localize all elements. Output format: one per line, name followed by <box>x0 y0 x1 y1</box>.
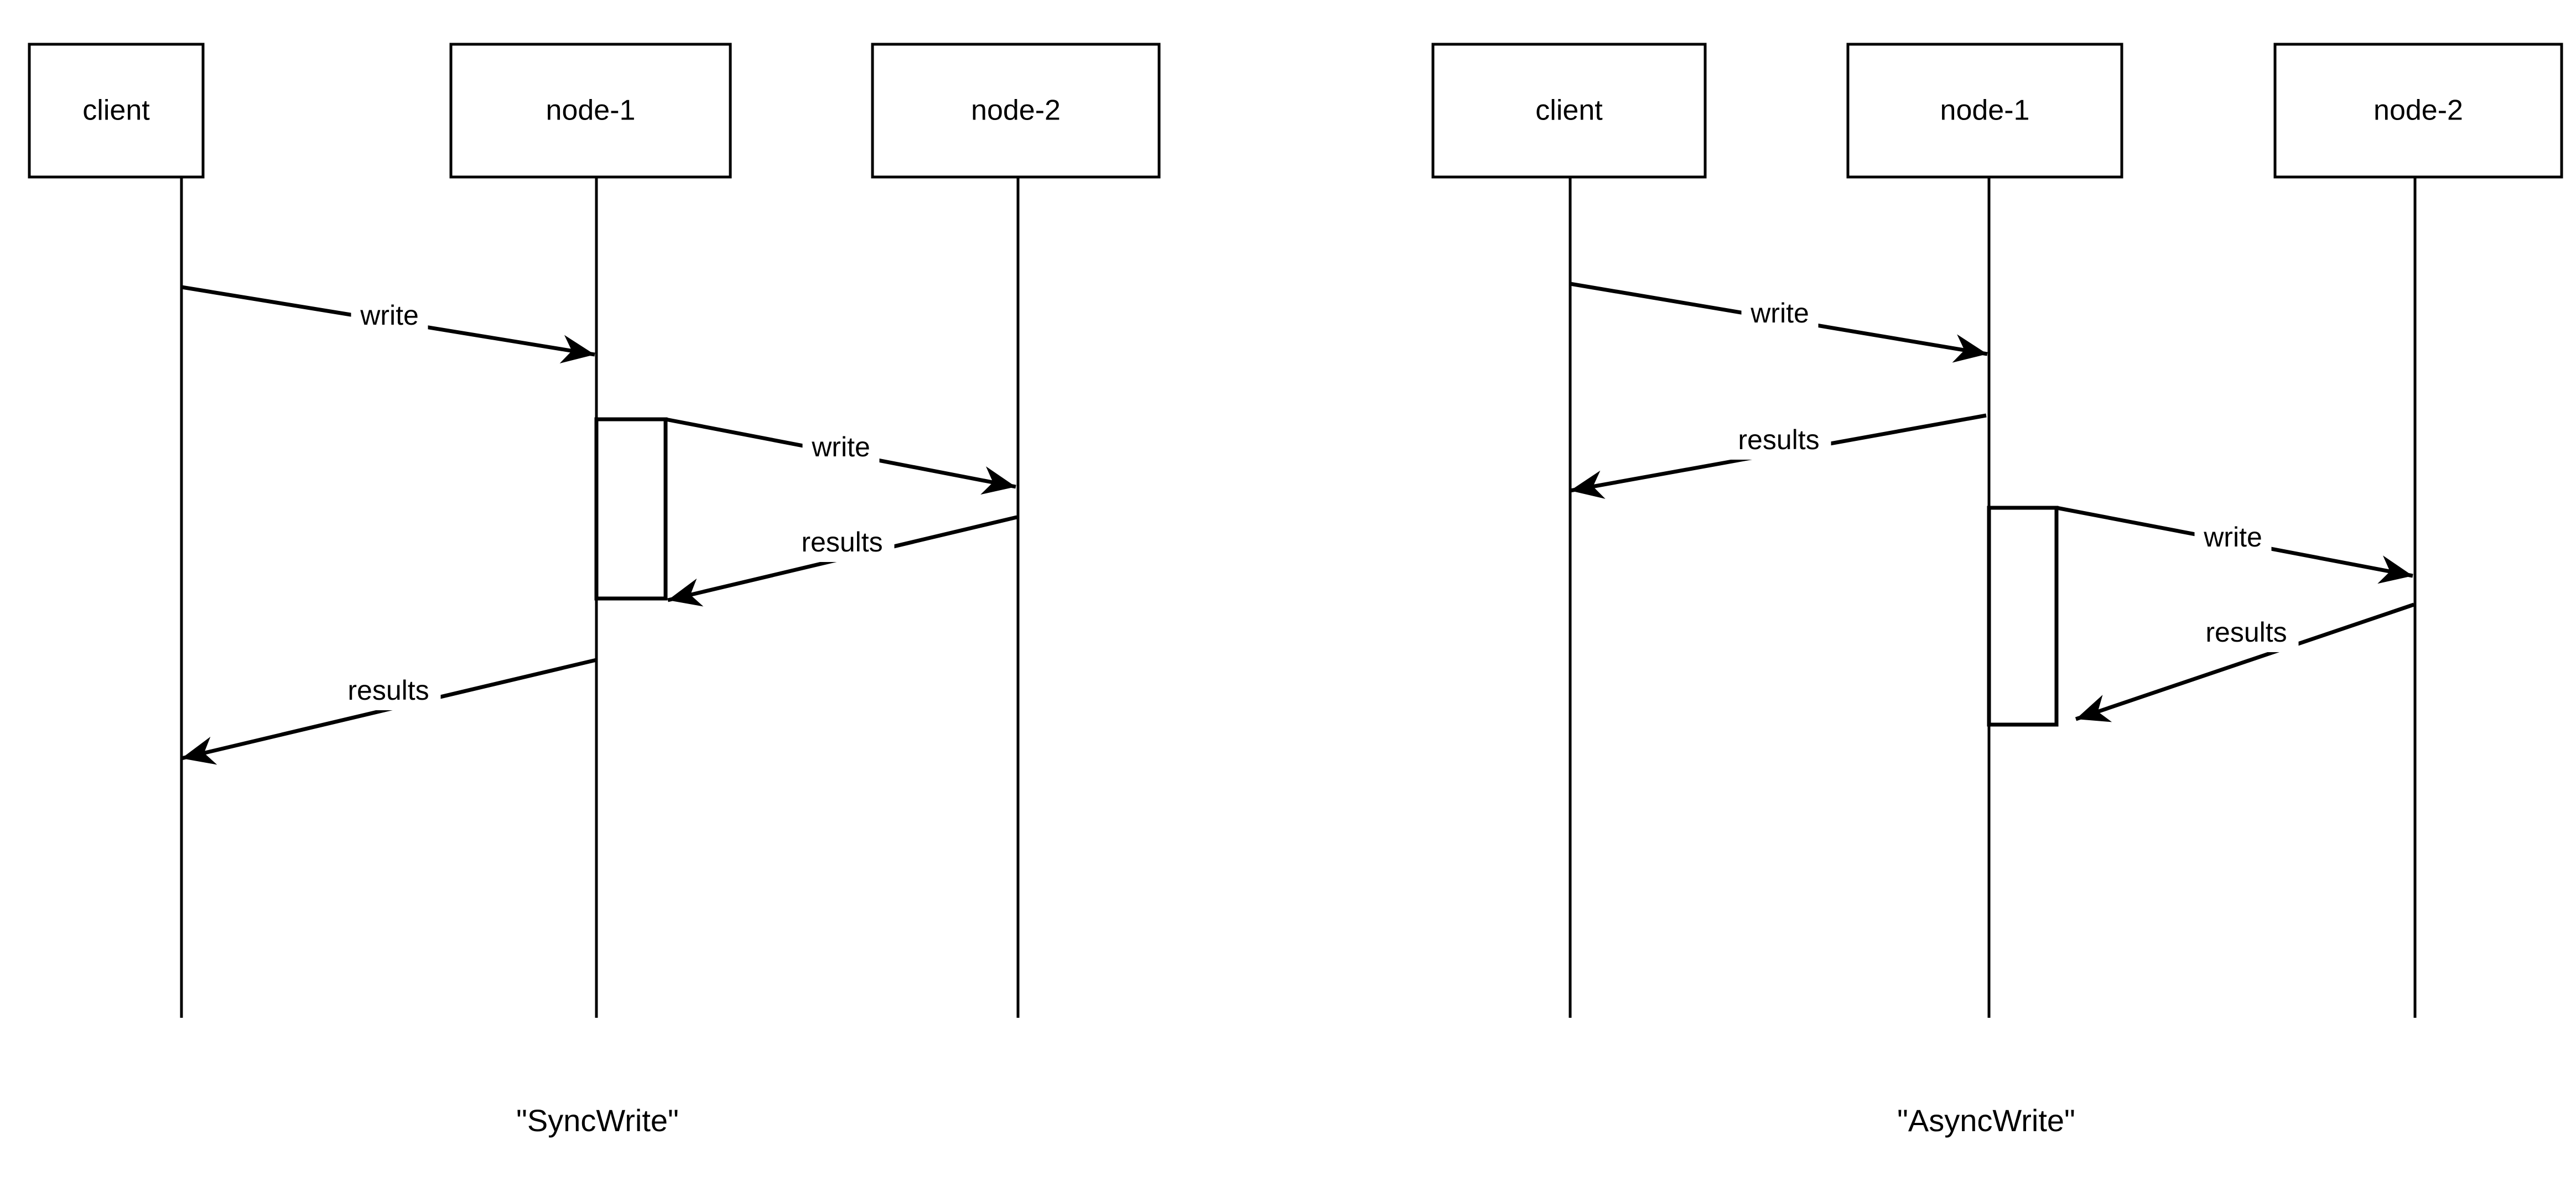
message-label-backdrop-node2-results-node1 <box>2194 615 2299 652</box>
message-label-backdrop-node1-write-node2 <box>802 429 880 467</box>
message-arrowhead-node2-results-node1 <box>668 578 704 607</box>
message-arrowhead-node1-write-node2 <box>2377 555 2413 584</box>
message-label-node1-write-node2: write <box>811 431 870 462</box>
message-label-backdrop-node1-results-client <box>336 673 441 710</box>
participant-box-node-2[interactable] <box>2273 43 2563 179</box>
message-label-backdrop-node2-results-node1 <box>790 524 895 562</box>
message-node1-results-client[interactable]: results <box>181 658 597 765</box>
participant-node-2[interactable]: node-2 <box>2273 43 2563 179</box>
message-node1-write-node2[interactable]: write <box>2056 506 2413 584</box>
participant-box-client[interactable] <box>1431 43 1707 179</box>
participant-label-node-2: node-2 <box>2374 95 2463 127</box>
message-arrowhead-client-write-node1 <box>1952 334 1987 363</box>
activation-bar-node-1 <box>594 417 668 601</box>
message-label-node1-results-client: results <box>347 675 429 706</box>
participant-label-client: client <box>82 95 150 127</box>
participant-box-client[interactable] <box>28 43 205 179</box>
activation-bar-node-1 <box>1987 506 2059 727</box>
message-node2-results-node1[interactable]: results <box>2075 602 2415 722</box>
message-label-node2-results-node1: results <box>2205 617 2287 648</box>
message-line-node2-results-node1 <box>2075 602 2415 721</box>
diagram-caption-sync-write: "SyncWrite" <box>516 1103 679 1138</box>
message-label-node1-write-node2: write <box>2203 522 2262 553</box>
message-label-client-write-node1: write <box>1750 298 1809 329</box>
message-label-node2-results-node1: results <box>801 527 882 558</box>
sequence-diagram-async-write: client node-1 node-2 write results write resul… <box>1431 43 2563 1138</box>
diagrams-root: client node-1 node-2 write write results resul… <box>28 43 2563 1138</box>
participant-label-node-1: node-1 <box>546 95 636 127</box>
participant-node-1[interactable]: node-1 <box>449 43 732 179</box>
participant-label-node-1: node-1 <box>1940 95 2030 127</box>
participant-label-node-2: node-2 <box>971 95 1061 127</box>
participant-box-node-1[interactable] <box>449 43 732 179</box>
message-label-node1-results-client: results <box>1738 424 1819 455</box>
diagram-caption-async-write: "AsyncWrite" <box>1897 1103 2075 1138</box>
participant-client[interactable]: client <box>28 43 205 179</box>
message-label-client-write-node1: write <box>360 300 419 331</box>
message-client-write-node1[interactable]: write <box>1570 282 1988 363</box>
message-label-backdrop-node1-write-node2 <box>2194 519 2272 557</box>
message-label-backdrop-node1-results-client <box>1726 422 1831 460</box>
participant-node-1[interactable]: node-1 <box>1846 43 2123 179</box>
message-label-backdrop-client-write-node1 <box>1741 295 1819 333</box>
message-node1-results-client[interactable]: results <box>1570 413 1987 499</box>
message-client-write-node1[interactable]: write <box>181 285 595 363</box>
message-arrowhead-client-write-node1 <box>559 335 595 363</box>
message-label-backdrop-client-write-node1 <box>351 298 428 335</box>
participant-label-client: client <box>1535 95 1603 127</box>
participant-node-2[interactable]: node-2 <box>871 43 1161 179</box>
message-node2-results-node1[interactable]: results <box>667 515 1017 607</box>
message-arrowhead-node1-results-client <box>1570 470 1606 499</box>
message-arrowhead-node1-results-client <box>181 736 217 765</box>
message-node1-write-node2[interactable]: write <box>665 417 1016 495</box>
participant-box-node-2[interactable] <box>871 43 1161 179</box>
message-arrowhead-node1-write-node2 <box>980 466 1016 495</box>
message-arrowhead-node2-results-node1 <box>2076 695 2112 722</box>
participant-client[interactable]: client <box>1431 43 1707 179</box>
participant-box-node-1[interactable] <box>1846 43 2123 179</box>
sequence-diagram-sync-write: client node-1 node-2 write write results resul… <box>28 43 1161 1138</box>
